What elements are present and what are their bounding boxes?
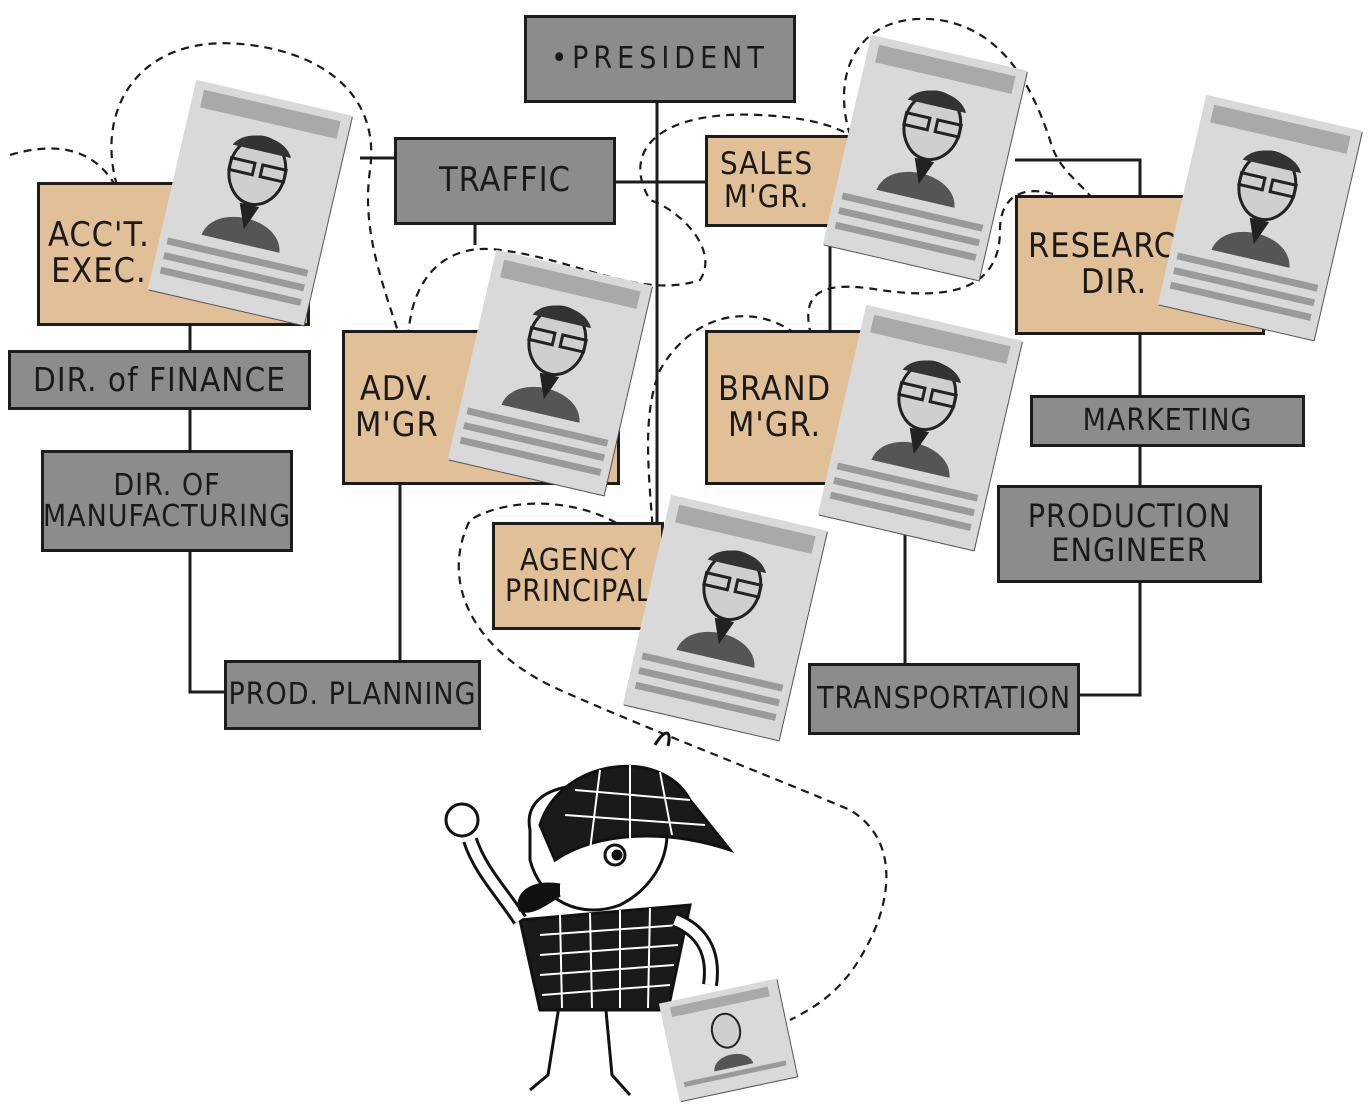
transportation-label: TRANSPORTATION bbox=[816, 681, 1071, 717]
delivery-route-dashed-path bbox=[9, 17, 1102, 1021]
production-engineer-box: PRODUCTION ENGINEER bbox=[997, 485, 1262, 583]
dir-manufacturing-box: DIR. OF MANUFACTURING bbox=[41, 450, 293, 552]
brand-mgr-label: BRAND M'GR. bbox=[718, 368, 832, 445]
dir-finance-label: DIR. of FINANCE bbox=[33, 359, 286, 399]
adv-mgr-label: ADV. M'GR bbox=[355, 368, 439, 445]
magazine-cover-icon bbox=[447, 249, 653, 496]
marketing-box: MARKETING bbox=[1030, 395, 1305, 447]
magazine-cover-icon bbox=[822, 34, 1028, 281]
dir-manufacturing-label: DIR. OF MANUFACTURING bbox=[42, 467, 292, 534]
dir-finance-box: DIR. of FINANCE bbox=[8, 350, 311, 410]
president-box: •PRESIDENT bbox=[524, 15, 796, 103]
marketing-label: MARKETING bbox=[1082, 403, 1253, 439]
traffic-box: TRAFFIC bbox=[394, 137, 616, 225]
magazine-cover-icon bbox=[622, 494, 828, 741]
magazine-cover-icon bbox=[1157, 94, 1363, 341]
magazine-cover-icon bbox=[147, 79, 353, 326]
prod-planning-label: PROD. PLANNING bbox=[228, 677, 477, 713]
prod-planning-box: PROD. PLANNING bbox=[224, 660, 481, 730]
magazine-cover-icon bbox=[817, 304, 1023, 551]
traffic-label: TRAFFIC bbox=[438, 160, 572, 201]
agency-principal-label: AGENCY PRINCIPAL bbox=[505, 542, 652, 609]
transportation-box: TRANSPORTATION bbox=[808, 663, 1080, 735]
magazine-cover-icon bbox=[658, 978, 798, 1102]
detective-character-icon bbox=[444, 731, 735, 1097]
production-engineer-label: PRODUCTION ENGINEER bbox=[1027, 497, 1232, 569]
agency-principal-box: AGENCY PRINCIPAL bbox=[492, 522, 664, 630]
acct-exec-label: ACC'T. EXEC. bbox=[48, 215, 150, 291]
president-label: •PRESIDENT bbox=[551, 41, 769, 77]
sales-mgr-label: SALES M'GR. bbox=[720, 146, 814, 215]
